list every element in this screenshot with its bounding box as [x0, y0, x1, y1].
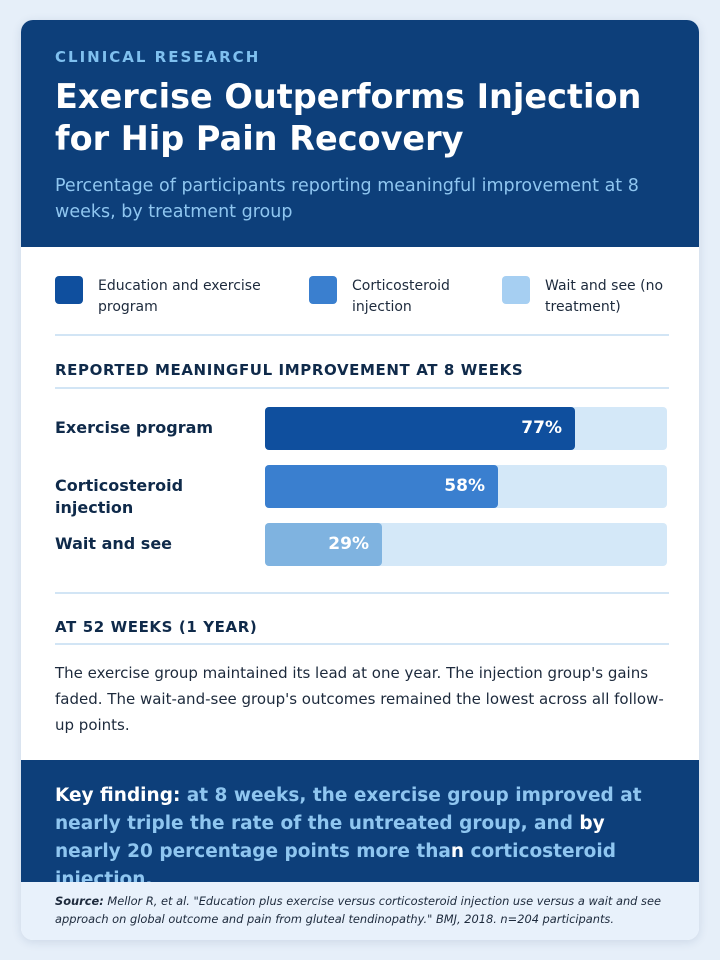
bar-value-label: 77%: [521, 418, 562, 438]
legend-label-injection: Corticosteroid injection: [352, 278, 450, 315]
legend-swatch-wait: [502, 276, 530, 304]
source-citation: Source: Mellor R, et al. "Education plus…: [55, 892, 685, 928]
bar: [265, 407, 575, 450]
bar: [265, 523, 382, 566]
bar-category-label: Exercise program: [55, 418, 214, 437]
divider: [55, 592, 669, 594]
bar: [265, 465, 498, 508]
chart-title: REPORTED MEANINGFUL IMPROVEMENT AT 8 WEE…: [55, 361, 524, 379]
eyebrow-label: CLINICAL RESEARCH: [55, 48, 261, 66]
bar-category-label: Corticosteroid injection: [55, 476, 184, 517]
source-panel: Source: Mellor R, et al. "Education plus…: [21, 882, 699, 940]
key-finding-emphasis: n: [450, 841, 465, 862]
source-text: Mellor R, et al. "Education plus exercis…: [55, 894, 661, 926]
bar-category-label: Wait and see: [55, 534, 173, 553]
bar-value-label: 58%: [444, 476, 485, 496]
legend-swatch-exercise: [55, 276, 83, 304]
infographic-card: CLINICAL RESEARCH Exercise Outperforms I…: [21, 20, 699, 940]
bar-value-label: 29%: [328, 534, 369, 554]
divider: [55, 643, 669, 645]
divider: [55, 334, 669, 336]
key-finding-emphasis: by: [579, 813, 605, 834]
divider: [55, 387, 669, 389]
key-finding-panel: Key finding: at 8 weeks, the exercise gr…: [21, 760, 699, 890]
key-finding-lead: Key finding:: [55, 785, 181, 806]
source-label: Source:: [55, 894, 104, 908]
key-finding-part: at 8 weeks, the exercise group improved …: [55, 785, 642, 834]
page-title: Exercise Outperforms Injection for Hip P…: [55, 77, 642, 158]
followup-title: AT 52 WEEKS (1 YEAR): [55, 618, 258, 636]
key-finding-part: nearly 20 percentage points more tha: [55, 841, 451, 862]
page-subtitle: Percentage of participants reporting mea…: [55, 176, 639, 222]
followup-text: The exercise group maintained its lead a…: [55, 664, 664, 734]
key-finding-text: Key finding: at 8 weeks, the exercise gr…: [55, 782, 675, 894]
legend-label-wait: Wait and see (no treatment): [545, 278, 664, 315]
legend-swatch-injection: [309, 276, 337, 304]
header-panel: CLINICAL RESEARCH Exercise Outperforms I…: [21, 20, 699, 247]
legend-label-exercise: Education and exercise program: [98, 278, 261, 315]
